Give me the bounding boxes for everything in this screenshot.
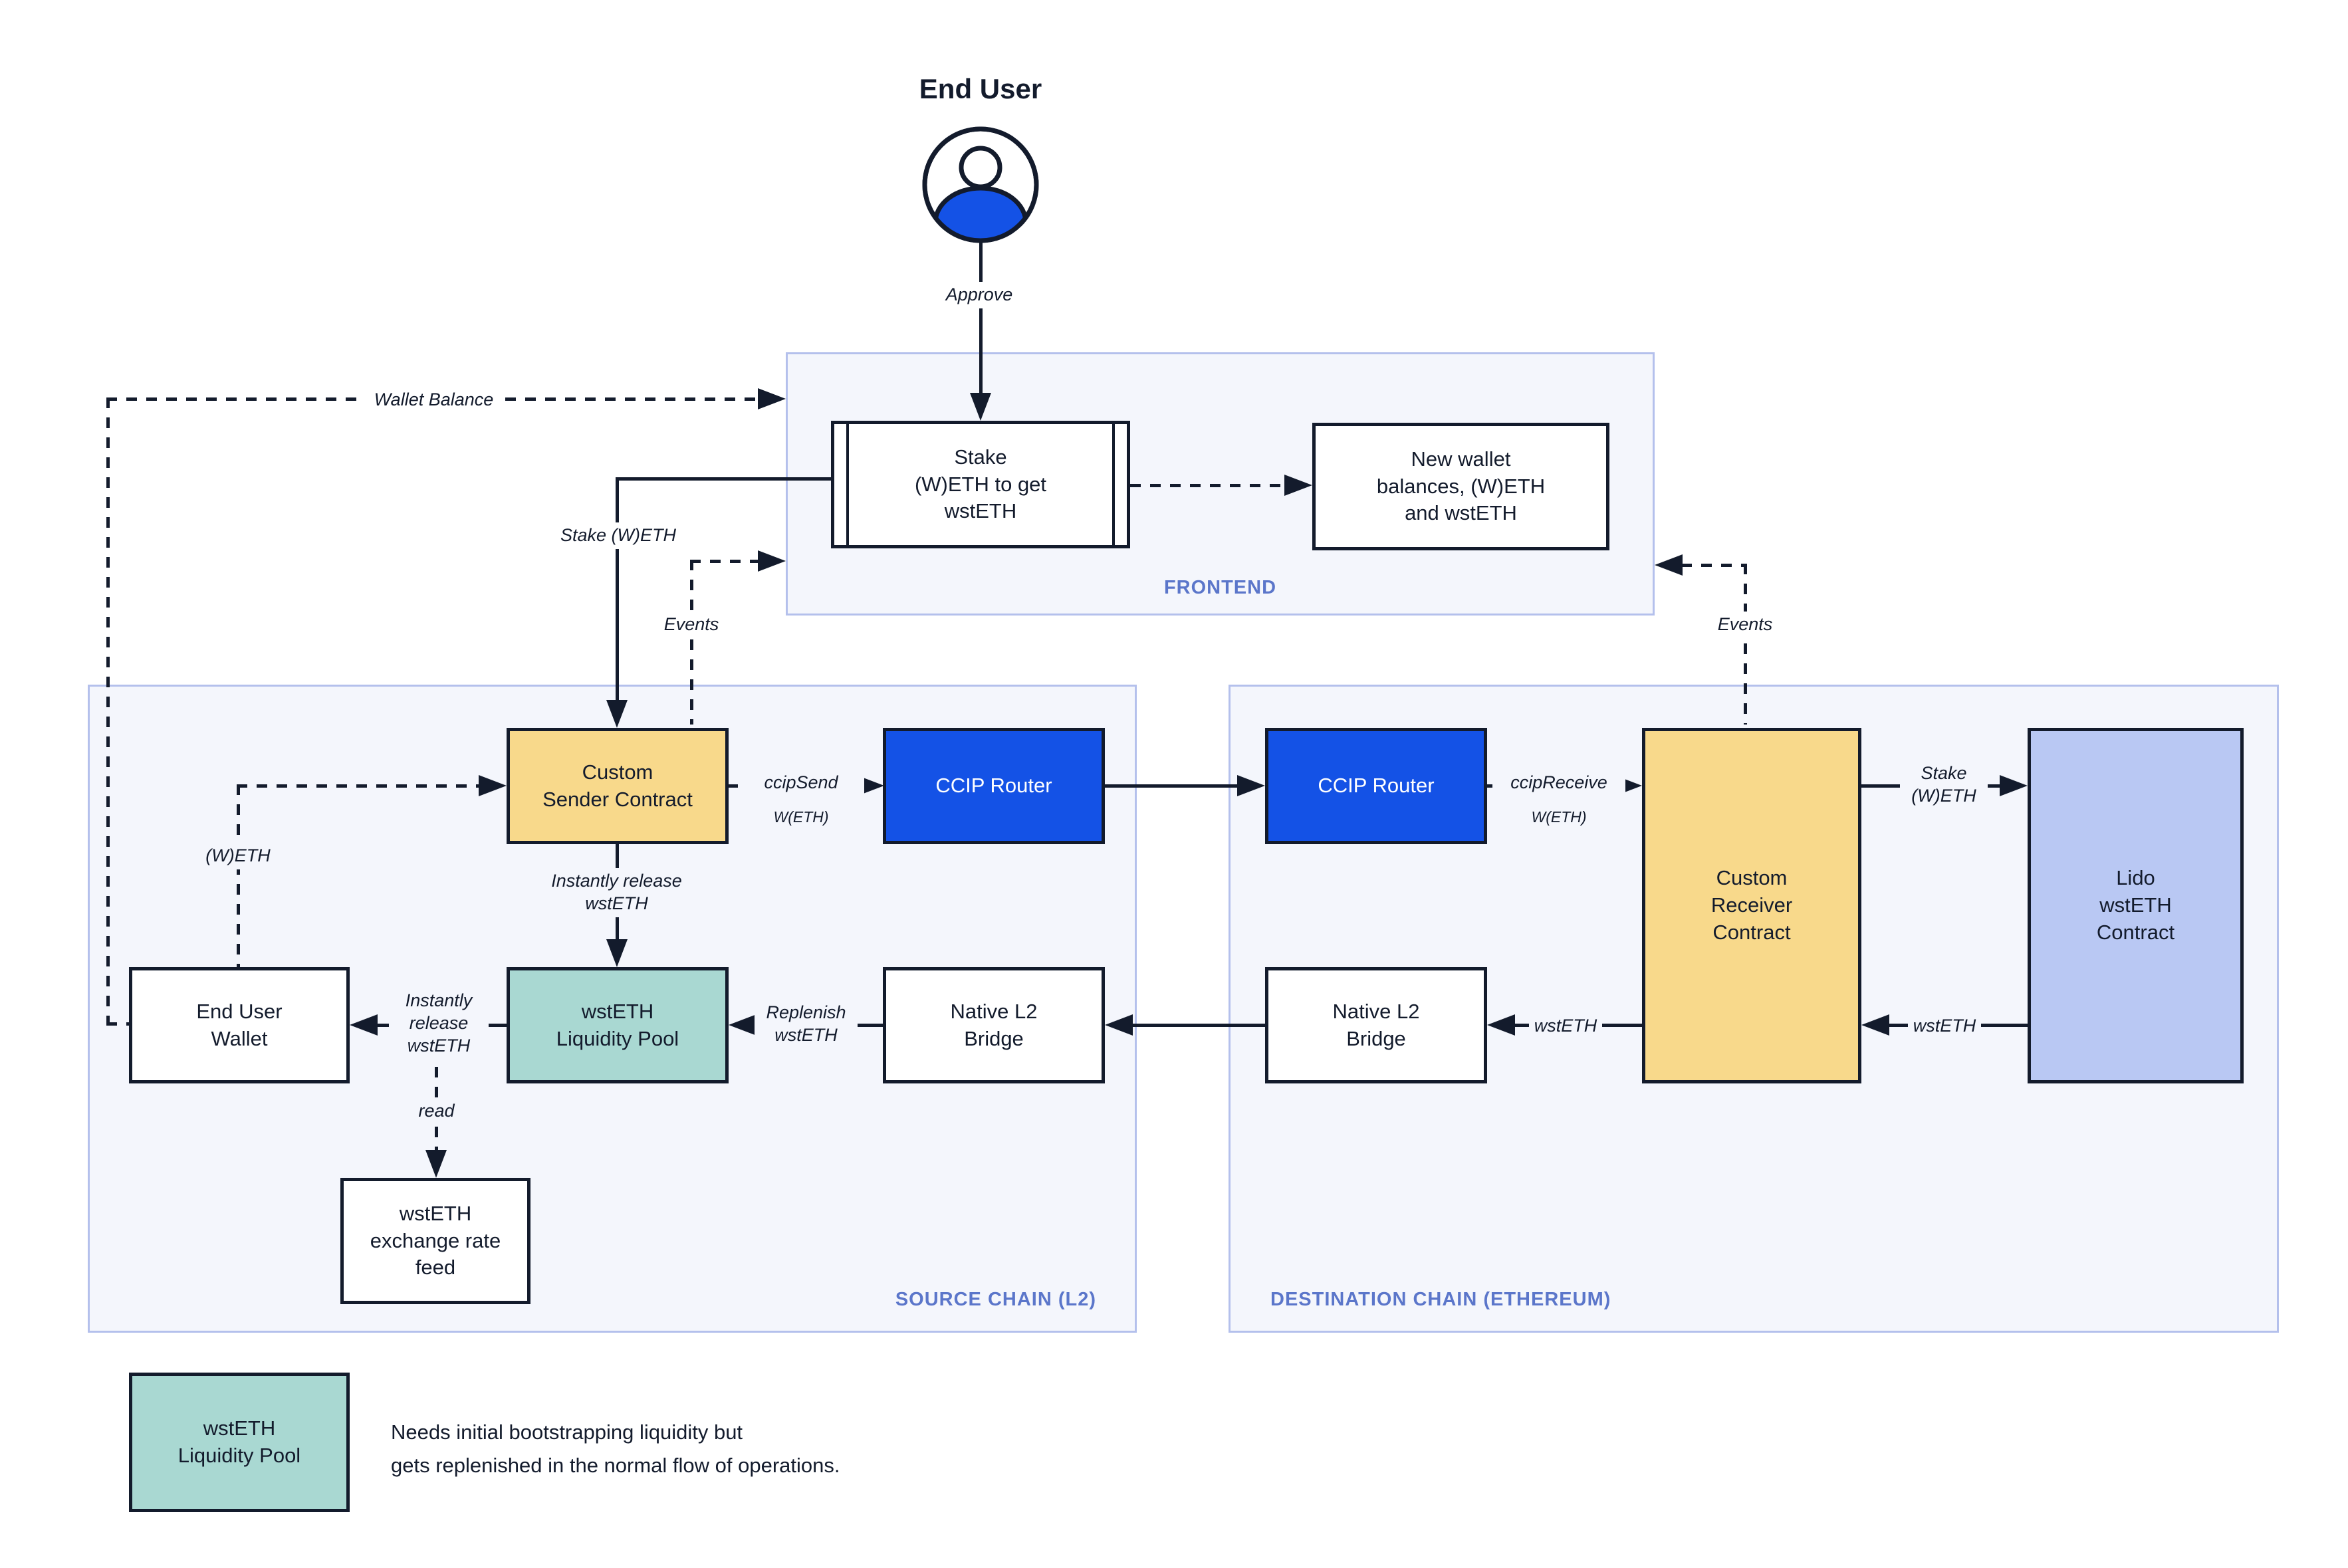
edge-label-stake-lido: Stake (W)ETH	[1900, 760, 1988, 810]
node-liquidity-pool-label: wstETH Liquidity Pool	[556, 999, 679, 1050]
node-new-wallet-balances-label: New wallet balances, (W)ETH and wstETH	[1376, 447, 1546, 525]
node-native-bridge-left-label: Native L2 Bridge	[950, 999, 1038, 1050]
node-end-user-wallet-label: End User Wallet	[196, 999, 283, 1050]
edge-replenish-arrow	[729, 1014, 757, 1036]
node-stake-ui: Stake (W)ETH to get wstETH	[831, 421, 1130, 548]
edge-events-right-hline	[1681, 564, 1747, 567]
edge-router-router-arrow	[1237, 775, 1265, 796]
edge-read-line	[435, 1027, 438, 1151]
node-lido-contract: Lido wstETH Contract	[2028, 728, 2244, 1083]
legend-note: Needs initial bootstrapping liquidity bu…	[391, 1420, 840, 1478]
destination-chain-label: DESTINATION CHAIN (ETHEREUM)	[1270, 1289, 1611, 1310]
edge-weth-arrow	[479, 775, 507, 796]
end-user-icon	[922, 126, 1039, 243]
edge-instant-arrow	[350, 1014, 378, 1036]
edge-events-right-arrow	[1655, 554, 1683, 576]
edge-label-read: read	[411, 1098, 461, 1125]
edge-instant-vert-arrow	[606, 939, 628, 967]
legend-pool-box: wstETH Liquidity Pool	[129, 1373, 350, 1512]
node-rate-feed: wstETH exchange rate feed	[340, 1178, 530, 1304]
source-chain-label: SOURCE CHAIN (L2)	[895, 1289, 1096, 1310]
node-native-bridge-right-label: Native L2 Bridge	[1332, 999, 1420, 1050]
edge-stake-lido-arrow	[2000, 775, 2028, 796]
edge-wsteth-bridge-arrow	[1487, 1014, 1515, 1036]
edge-label-ccipsend: ccipSend	[738, 770, 864, 796]
edge-events-left-hline	[690, 560, 759, 563]
edge-label-weth: (W)ETH	[198, 843, 278, 869]
edge-label-replenish: Replenish wstETH	[755, 1000, 858, 1049]
edge-approve-line	[979, 243, 983, 395]
edge-walletbalance-vline	[106, 397, 110, 1026]
edge-newbalances-arrow	[1284, 475, 1312, 496]
edge-label-wsteth-bridge: wstETH	[1529, 1013, 1602, 1040]
edge-label-instant: Instantly release wstETH	[389, 988, 489, 1060]
edge-approve-arrow	[970, 393, 991, 421]
node-custom-receiver: Custom Receiver Contract	[1642, 728, 1861, 1083]
node-new-wallet-balances: New wallet balances, (W)ETH and wstETH	[1312, 423, 1609, 550]
node-custom-sender-label: Custom Sender Contract	[542, 760, 693, 811]
edge-read-arrow	[425, 1150, 447, 1178]
node-native-bridge-right: Native L2 Bridge	[1265, 967, 1487, 1083]
edge-label-ccipreceive-asset: W(ETH)	[1492, 806, 1625, 829]
edge-stakeweth-vline	[616, 477, 619, 702]
node-lido-contract-label: Lido wstETH Contract	[2096, 866, 2175, 944]
edge-label-wallet-balance: Wallet Balance	[362, 387, 505, 413]
edge-label-stake-weth: Stake (W)ETH	[552, 522, 685, 549]
edge-wsteth-lido-arrow	[1861, 1014, 1889, 1036]
edge-events-left-arrow	[758, 550, 786, 572]
legend-pool-box-label: wstETH Liquidity Pool	[177, 1416, 301, 1467]
edge-label-ccipsend-asset: W(ETH)	[738, 806, 864, 829]
edge-weth-hline	[237, 784, 480, 788]
edge-router-router-line	[1104, 784, 1238, 788]
node-liquidity-pool: wstETH Liquidity Pool	[507, 967, 729, 1083]
edge-label-events-right: Events	[1689, 612, 1802, 638]
node-stake-ui-label: Stake (W)ETH to get wstETH	[914, 445, 1047, 523]
edge-bridge-bridge-arrow	[1105, 1014, 1133, 1036]
node-native-bridge-left: Native L2 Bridge	[883, 967, 1105, 1083]
edge-stakeweth-arrow	[606, 700, 628, 728]
edge-events-right-vline	[1744, 564, 1747, 725]
edge-label-ccipreceive: ccipReceive	[1492, 770, 1625, 796]
node-custom-receiver-label: Custom Receiver Contract	[1710, 866, 1793, 944]
node-ccip-router-left: CCIP Router	[883, 728, 1105, 844]
edge-stakeweth-hline	[616, 477, 831, 481]
edge-walletbalance-arrow	[758, 388, 786, 409]
node-ccip-router-right-label: CCIP Router	[1318, 774, 1435, 798]
end-user-title: End User	[919, 73, 1042, 104]
edge-label-events-left: Events	[635, 612, 748, 638]
node-custom-sender: Custom Sender Contract	[507, 728, 729, 844]
edge-label-approve: Approve	[929, 282, 1029, 308]
edge-label-instant-vertical: Instantly release wstETH	[542, 868, 691, 917]
edge-label-wsteth-lido: wstETH	[1908, 1013, 1981, 1040]
edge-weth-vline	[237, 784, 240, 967]
edge-walletbalance-stub	[106, 1022, 130, 1026]
edge-newbalances-line	[1130, 484, 1286, 487]
node-ccip-router-right: CCIP Router	[1265, 728, 1487, 844]
node-end-user-wallet: End User Wallet	[129, 967, 350, 1083]
frontend-label: FRONTEND	[1163, 577, 1277, 598]
edge-events-left-vline	[690, 560, 693, 725]
stake-ui-inner-line-right	[1112, 424, 1115, 545]
node-rate-feed-label: wstETH exchange rate feed	[370, 1201, 501, 1280]
node-ccip-router-left-label: CCIP Router	[935, 774, 1052, 798]
edge-bridge-bridge-line	[1131, 1024, 1266, 1027]
stake-ui-inner-line-left	[846, 424, 849, 545]
